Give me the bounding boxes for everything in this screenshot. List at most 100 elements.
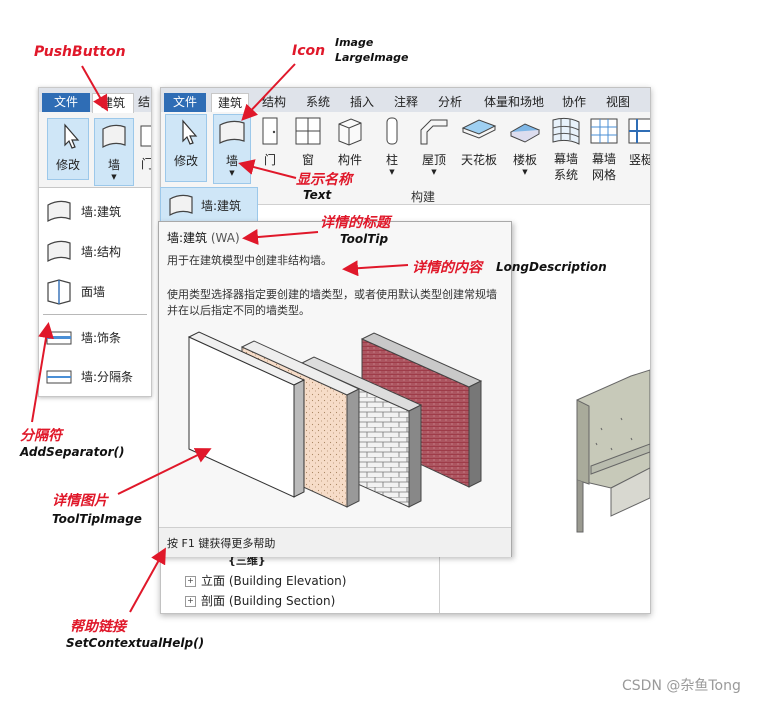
menu-item-label: 墙:建筑 <box>81 205 122 219</box>
tree-3d-views-partial: {三维} <box>228 554 266 567</box>
roof-label: 屋顶 <box>421 153 446 167</box>
mullion-icon <box>628 118 650 144</box>
tree-node-building-section[interactable]: + 剖面 (Building Section) <box>185 592 335 609</box>
arrow-help <box>129 547 166 613</box>
tree-node-building-elevation[interactable]: + 立面 (Building Elevation) <box>185 572 346 589</box>
annotation-large-image: LargeImage <box>335 51 409 64</box>
expand-icon[interactable]: + <box>185 596 196 607</box>
watermark: CSDN @杂鱼Tong <box>622 678 741 694</box>
tab-file[interactable]: 文件 <box>164 93 206 112</box>
annotation-image: Image <box>335 36 374 49</box>
cursor-arrow-icon <box>182 119 198 145</box>
arrow-separator <box>31 322 54 423</box>
tooltip-help-footer[interactable]: 按 F1 键获得更多帮助 <box>159 527 511 557</box>
menu-separator <box>43 314 147 315</box>
tab-structure[interactable]: 结构 <box>261 95 286 109</box>
curtain-system-button[interactable]: 幕墙 系统 <box>549 114 583 184</box>
door-button-partial[interactable]: 门 <box>137 118 151 178</box>
annotation-long-desc-cn: 详情的内容 <box>412 260 482 276</box>
menu-item-wall-structural[interactable]: 墙:结构 <box>39 232 151 270</box>
window-button[interactable]: 窗 <box>291 114 325 174</box>
tooltip-title-text: 墙:建筑 <box>167 231 208 245</box>
mullion-button[interactable]: 竖梃 <box>625 114 650 174</box>
3d-building-view <box>576 369 650 533</box>
browser-divider <box>439 518 440 613</box>
tab-insert[interactable]: 插入 <box>349 95 374 109</box>
annotation-text: Text <box>303 188 332 202</box>
tab-analyze[interactable]: 分析 <box>437 95 462 109</box>
arrow-long-description <box>342 260 409 277</box>
roof-icon <box>420 119 448 145</box>
ceiling-button[interactable]: 天花板 <box>457 114 501 174</box>
wall-icon <box>102 124 126 149</box>
curtain-grid-icon <box>590 118 618 144</box>
wall-button[interactable]: 墙 ▼ <box>213 114 251 184</box>
modify-button[interactable]: 修改 <box>165 114 207 182</box>
annotation-long-description: LongDescription <box>496 260 607 274</box>
curtain-grid-button[interactable]: 幕墙 网格 <box>587 114 621 184</box>
component-icon <box>338 118 362 146</box>
roof-button[interactable]: 屋顶 ▼ <box>417 114 451 184</box>
wall-architectural-icon <box>47 200 71 223</box>
tooltip-shortcut-code: (WA) <box>210 231 240 245</box>
menu-item-wall-architectural[interactable]: 墙:建筑 <box>39 192 151 230</box>
tab-file[interactable]: 文件 <box>42 93 90 112</box>
menu-item-wall-architectural-selected[interactable]: 墙:建筑 <box>160 187 258 223</box>
ceiling-label: 天花板 <box>460 153 497 167</box>
cursor-arrow-icon <box>64 123 80 149</box>
help-f1-text: 按 F1 键获得更多帮助 <box>167 537 276 550</box>
annotation-set-contextual-help: SetContextualHelp() <box>66 636 205 650</box>
menu-item-label: 墙:饰条 <box>81 331 122 345</box>
floor-icon <box>509 123 541 143</box>
door-icon <box>140 125 151 147</box>
tab-structure-partial[interactable]: 结 <box>137 95 150 109</box>
menu-item-label: 面墙 <box>81 285 106 299</box>
tree-node-label: 立面 (Building Elevation) <box>201 574 347 588</box>
dropdown-caret-icon: ▼ <box>111 173 117 181</box>
column-button[interactable]: 柱 ▼ <box>377 114 407 184</box>
modify-button[interactable]: 修改 <box>47 118 89 180</box>
door-label: 门 <box>137 155 151 172</box>
mullion-label: 竖梃 <box>629 153 650 167</box>
tab-view[interactable]: 视图 <box>605 95 630 109</box>
tooltip-description: 用于在建筑模型中创建非结构墙。 <box>167 254 332 267</box>
expand-icon[interactable]: + <box>185 576 196 587</box>
component-button[interactable]: 构件 <box>331 114 369 174</box>
floor-button[interactable]: 楼板 ▼ <box>507 114 543 184</box>
tab-annotate[interactable]: 注释 <box>393 95 418 109</box>
tab-massing-site[interactable]: 体量和场地 <box>483 95 544 109</box>
ribbon-panel: 修改 墙 ▼ 门 窗 构件 <box>161 112 650 205</box>
annotation-icon: Icon <box>292 43 326 59</box>
wall-reveal-icon <box>46 370 72 384</box>
curtain-grid-label: 幕墙 网格 <box>591 152 616 182</box>
tooltip-long-description: 使用类型选择器指定要创建的墙类型，或者使用默认类型创建常规墙并在以后指定不同的墙… <box>167 288 497 317</box>
tree-node-label: 剖面 (Building Section) <box>201 594 336 608</box>
tab-collaborate[interactable]: 协作 <box>561 95 586 109</box>
tooltip-image-wall-layers <box>187 331 483 508</box>
curtain-system-icon <box>552 117 580 145</box>
menu-item-face-wall[interactable]: 面墙 <box>39 272 151 310</box>
curtain-system-label: 幕墙 系统 <box>553 152 578 182</box>
wall-label: 墙 <box>107 158 120 172</box>
annotation-image-cn: 详情图片 <box>52 493 108 509</box>
arrow-icon <box>241 63 296 121</box>
arrow-display-name <box>238 159 297 179</box>
annotation-display-name: 显示名称 <box>296 172 352 188</box>
selected-item-label: 墙:建筑 <box>201 199 242 213</box>
wall-icon <box>219 120 245 144</box>
annotation-tooltip-title: 详情的标题 <box>320 215 390 231</box>
dropdown-caret-icon: ▼ <box>522 168 528 176</box>
modify-label: 修改 <box>55 158 80 172</box>
annotation-tooltip-image: ToolTipImage <box>52 512 142 526</box>
annotation-pushbutton: PushButton <box>34 44 126 60</box>
tab-architecture[interactable]: 建筑 <box>211 93 249 113</box>
menu-item-wall-reveal[interactable]: 墙:分隔条 <box>39 357 151 395</box>
annotation-separator-cn: 分隔符 <box>20 428 62 444</box>
wall-structural-icon <box>47 240 71 263</box>
ceiling-icon <box>461 119 497 139</box>
door-button[interactable]: 门 <box>255 114 285 174</box>
column-label: 柱 <box>385 153 398 167</box>
tab-systems[interactable]: 系统 <box>305 95 330 109</box>
menu-item-label: 墙:结构 <box>81 245 122 259</box>
wall-button[interactable]: 墙 ▼ <box>94 118 134 186</box>
